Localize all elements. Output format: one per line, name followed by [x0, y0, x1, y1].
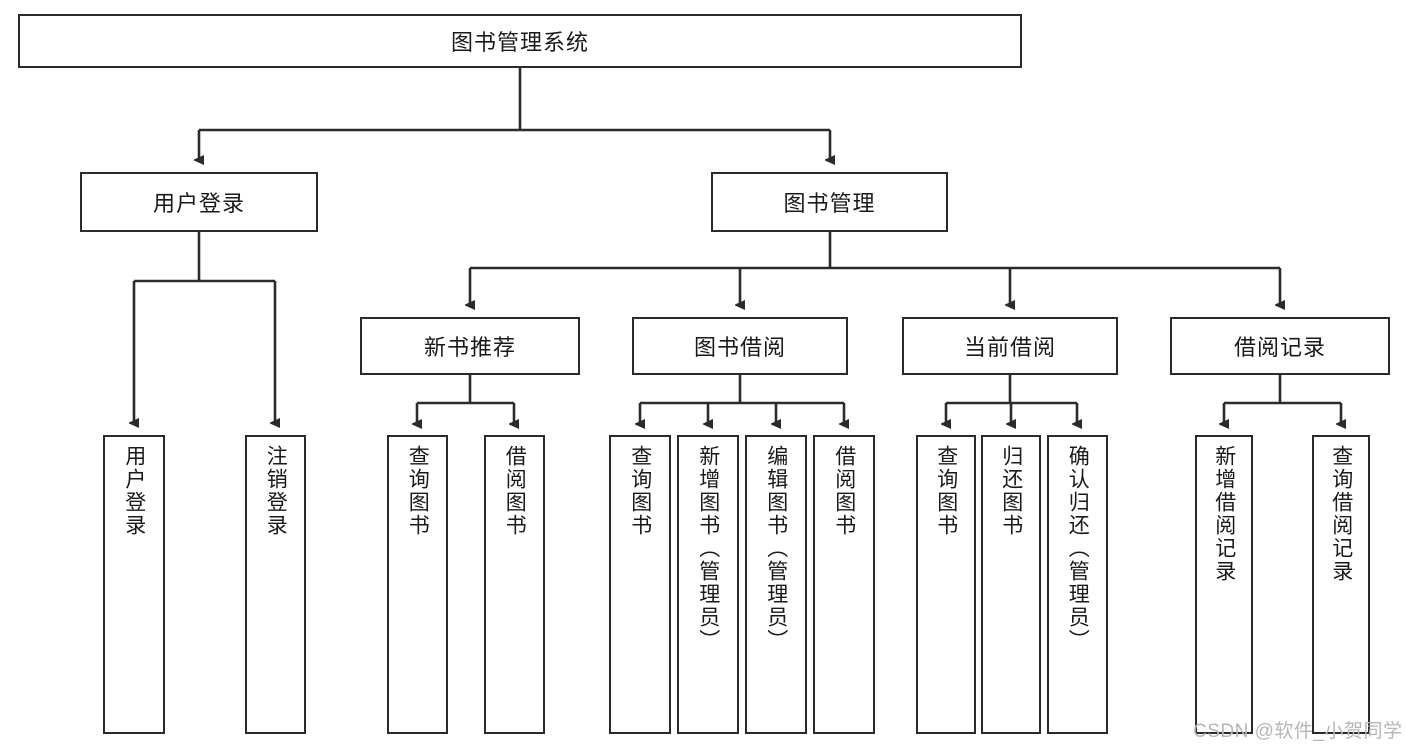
node-leaf-bb-add-book[interactable]: 新增图书（管理员）	[677, 435, 739, 734]
node-leaf-cb-query-book[interactable]: 查询图书	[916, 435, 976, 734]
node-leaf-user-logout-label: 注销登录	[264, 445, 288, 537]
node-leaf-cb-return-book[interactable]: 归还图书	[981, 435, 1041, 734]
node-root-label: 图书管理系统	[450, 30, 589, 55]
node-leaf-nb-borrow-book[interactable]: 借阅图书	[484, 435, 545, 734]
node-leaf-cb-confirm-return[interactable]: 确认归还（管理员）	[1047, 435, 1108, 734]
node-book-borrow-label: 图书借阅	[693, 335, 786, 360]
watermark-text: CSDN @软件_小贺同学	[1193, 721, 1403, 742]
node-leaf-br-add-record-label: 新增借阅记录	[1212, 445, 1236, 583]
node-leaf-br-add-record[interactable]: 新增借阅记录	[1195, 435, 1253, 734]
watermark: CSDN @软件_小贺同学	[1193, 716, 1402, 743]
node-leaf-nb-query-book-label: 查询图书	[406, 445, 430, 537]
node-leaf-cb-return-book-label: 归还图书	[999, 445, 1023, 537]
node-leaf-bb-edit-book-label: 编辑图书（管理员）	[764, 445, 788, 652]
node-leaf-user-login[interactable]: 用户登录	[103, 435, 165, 734]
node-leaf-bb-query-book-label: 查询图书	[628, 445, 652, 537]
node-leaf-bb-query-book[interactable]: 查询图书	[609, 435, 671, 734]
node-leaf-cb-query-book-label: 查询图书	[934, 445, 958, 537]
node-user-login-label: 用户登录	[152, 191, 245, 216]
node-leaf-br-query-record-label: 查询借阅记录	[1329, 445, 1353, 583]
node-leaf-br-query-record[interactable]: 查询借阅记录	[1312, 435, 1370, 734]
node-book-manage-label: 图书管理	[783, 191, 876, 216]
node-leaf-bb-add-book-label: 新增图书（管理员）	[696, 445, 720, 652]
node-borrow-record[interactable]: 借阅记录	[1170, 317, 1390, 375]
node-leaf-cb-confirm-return-label: 确认归还（管理员）	[1066, 445, 1090, 652]
node-leaf-nb-query-book[interactable]: 查询图书	[387, 435, 448, 734]
node-leaf-nb-borrow-book-label: 借阅图书	[503, 445, 527, 537]
node-user-login[interactable]: 用户登录	[80, 172, 318, 232]
node-leaf-user-login-label: 用户登录	[122, 445, 146, 537]
node-new-book-recommend[interactable]: 新书推荐	[360, 317, 580, 375]
node-book-manage[interactable]: 图书管理	[711, 172, 948, 232]
node-root[interactable]: 图书管理系统	[18, 14, 1022, 68]
node-leaf-user-logout[interactable]: 注销登录	[245, 435, 306, 734]
node-new-book-recommend-label: 新书推荐	[423, 335, 516, 360]
node-current-borrow-label: 当前借阅	[963, 335, 1056, 360]
node-leaf-bb-borrow-book[interactable]: 借阅图书	[813, 435, 875, 734]
node-borrow-record-label: 借阅记录	[1233, 335, 1326, 360]
node-leaf-bb-borrow-book-label: 借阅图书	[832, 445, 856, 537]
node-current-borrow[interactable]: 当前借阅	[902, 317, 1118, 375]
node-leaf-bb-edit-book[interactable]: 编辑图书（管理员）	[745, 435, 807, 734]
node-book-borrow[interactable]: 图书借阅	[632, 317, 848, 375]
